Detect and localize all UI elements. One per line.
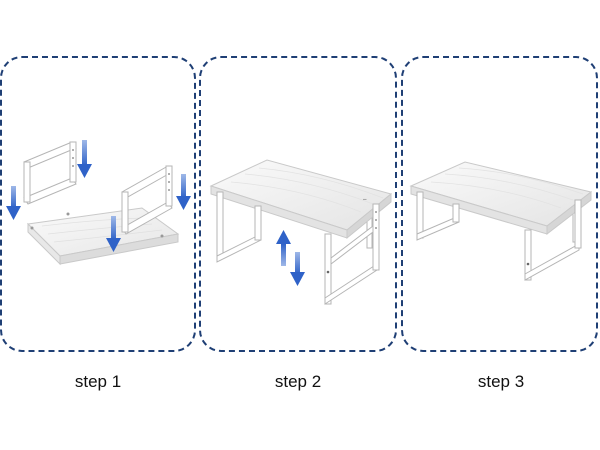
step-3-illustration	[409, 161, 593, 281]
svg-text:▬: ▬	[363, 197, 367, 201]
shelf-board: ▬	[209, 159, 393, 240]
down-arrow-icon	[290, 252, 305, 286]
step-2-panel: ▬	[199, 56, 397, 352]
shelf-board	[409, 161, 593, 236]
left-leg-frame	[23, 141, 77, 205]
step-3-caption: step 3	[477, 372, 525, 391]
step-2-illustration: ▬	[209, 159, 393, 305]
right-leg-frame	[524, 199, 582, 281]
right-leg-frame	[324, 203, 380, 305]
down-arrow-icon	[6, 186, 21, 220]
step-1-caption: step 1	[74, 372, 122, 391]
left-leg-frame	[416, 191, 460, 241]
step-3-panel	[401, 56, 598, 352]
down-arrow-icon	[77, 140, 92, 178]
down-arrow-icon	[106, 216, 121, 252]
step-1-illustration	[6, 140, 191, 266]
left-leg-frame	[216, 191, 262, 263]
step-2-caption: step 2	[274, 372, 322, 391]
right-leg-frame	[121, 165, 173, 235]
step-1-panel	[0, 56, 196, 352]
down-arrow-icon	[176, 174, 191, 210]
up-arrow-icon	[276, 230, 291, 266]
